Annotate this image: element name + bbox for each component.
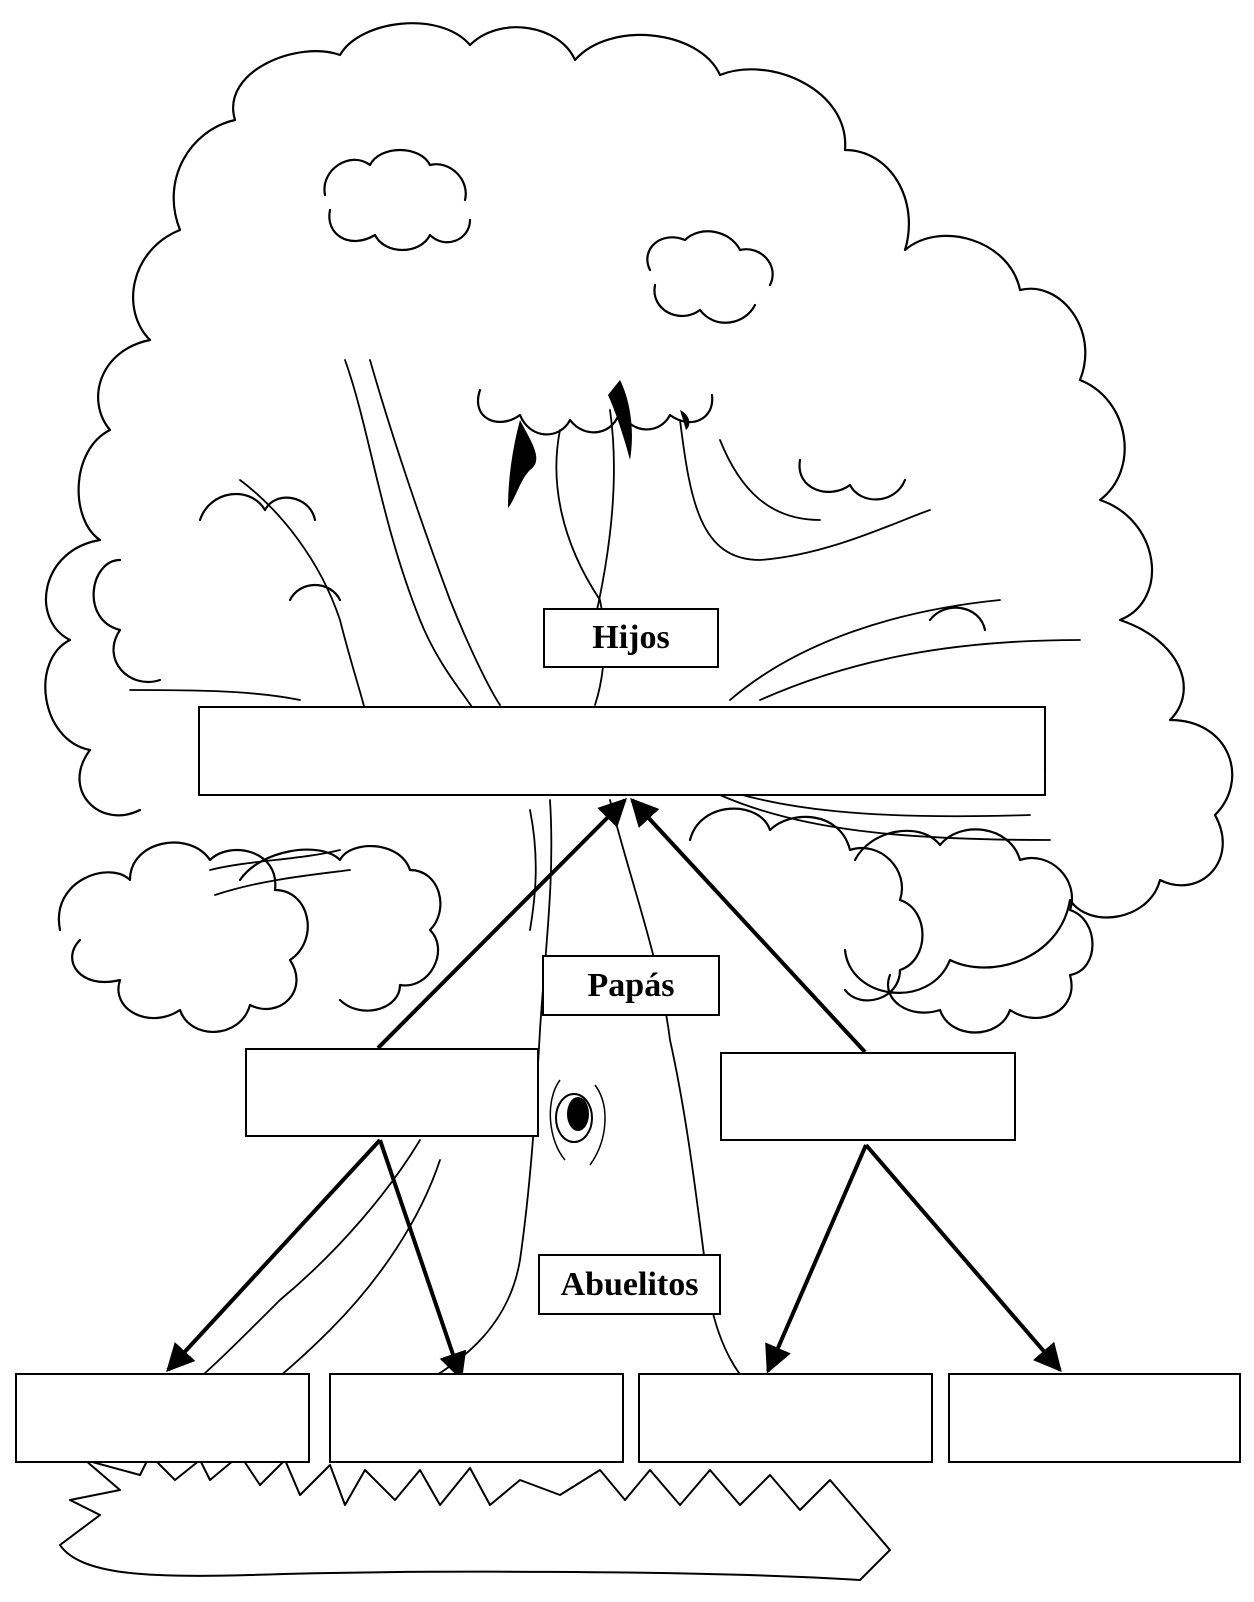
grass bbox=[59, 1454, 891, 1581]
arrow-parent1-to-grandparent2 bbox=[378, 1139, 467, 1381]
children-label: Hijos bbox=[543, 608, 719, 668]
arrow-parent1-to-children bbox=[376, 798, 627, 1050]
grandparents-label: Abuelitos bbox=[538, 1254, 721, 1315]
children-input-box[interactable] bbox=[198, 706, 1046, 796]
knot-hole bbox=[549, 1079, 606, 1166]
connection-arrows bbox=[166, 797, 1062, 1381]
grandparent-box-1[interactable] bbox=[15, 1373, 310, 1463]
parent-box-2[interactable] bbox=[720, 1052, 1016, 1141]
tree-canopy bbox=[44, 22, 1234, 1034]
arrow-parent2-to-grandparent3 bbox=[765, 1144, 868, 1374]
grandparent-box-4[interactable] bbox=[948, 1373, 1241, 1463]
branch-shadows bbox=[508, 380, 690, 508]
arrow-parent1-to-grandparent1 bbox=[166, 1138, 382, 1373]
parent-box-1[interactable] bbox=[245, 1048, 539, 1137]
grandparent-box-3[interactable] bbox=[638, 1373, 933, 1463]
tree-trunk bbox=[129, 359, 1081, 1401]
arrow-parent2-to-grandparent4 bbox=[864, 1143, 1062, 1373]
arrow-parent2-to-children bbox=[630, 797, 867, 1054]
grandparent-box-2[interactable] bbox=[329, 1373, 624, 1463]
parents-label: Papás bbox=[542, 955, 720, 1016]
